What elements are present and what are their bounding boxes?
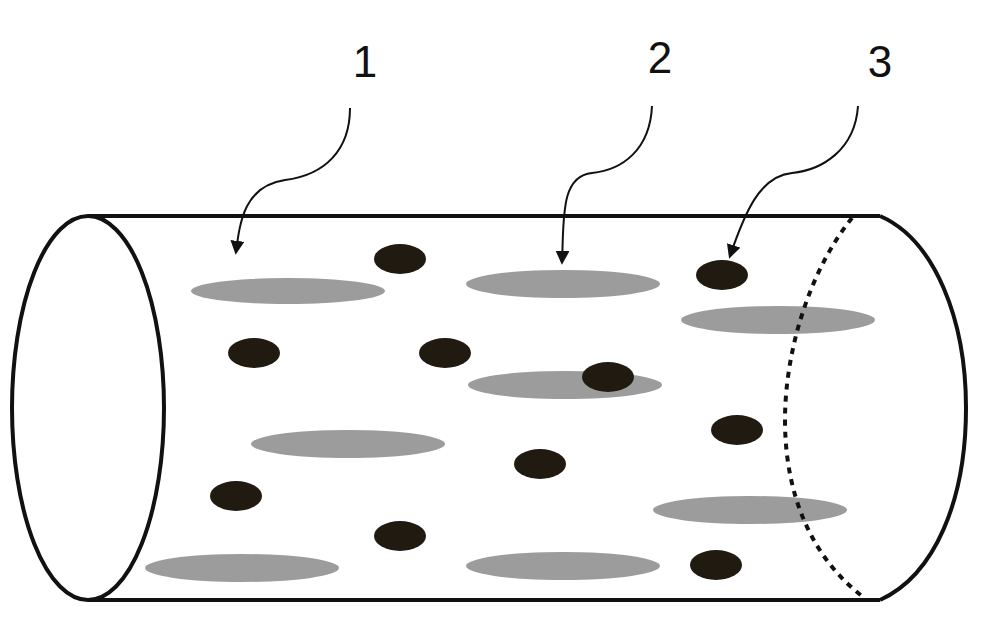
callout-number: 1 xyxy=(353,40,377,84)
tube-outline xyxy=(12,216,966,600)
leader-lines xyxy=(236,106,858,262)
grey-particles xyxy=(145,270,875,582)
callout-number: 2 xyxy=(648,36,672,80)
callout-number: 3 xyxy=(868,40,892,84)
black-particles xyxy=(210,244,763,580)
